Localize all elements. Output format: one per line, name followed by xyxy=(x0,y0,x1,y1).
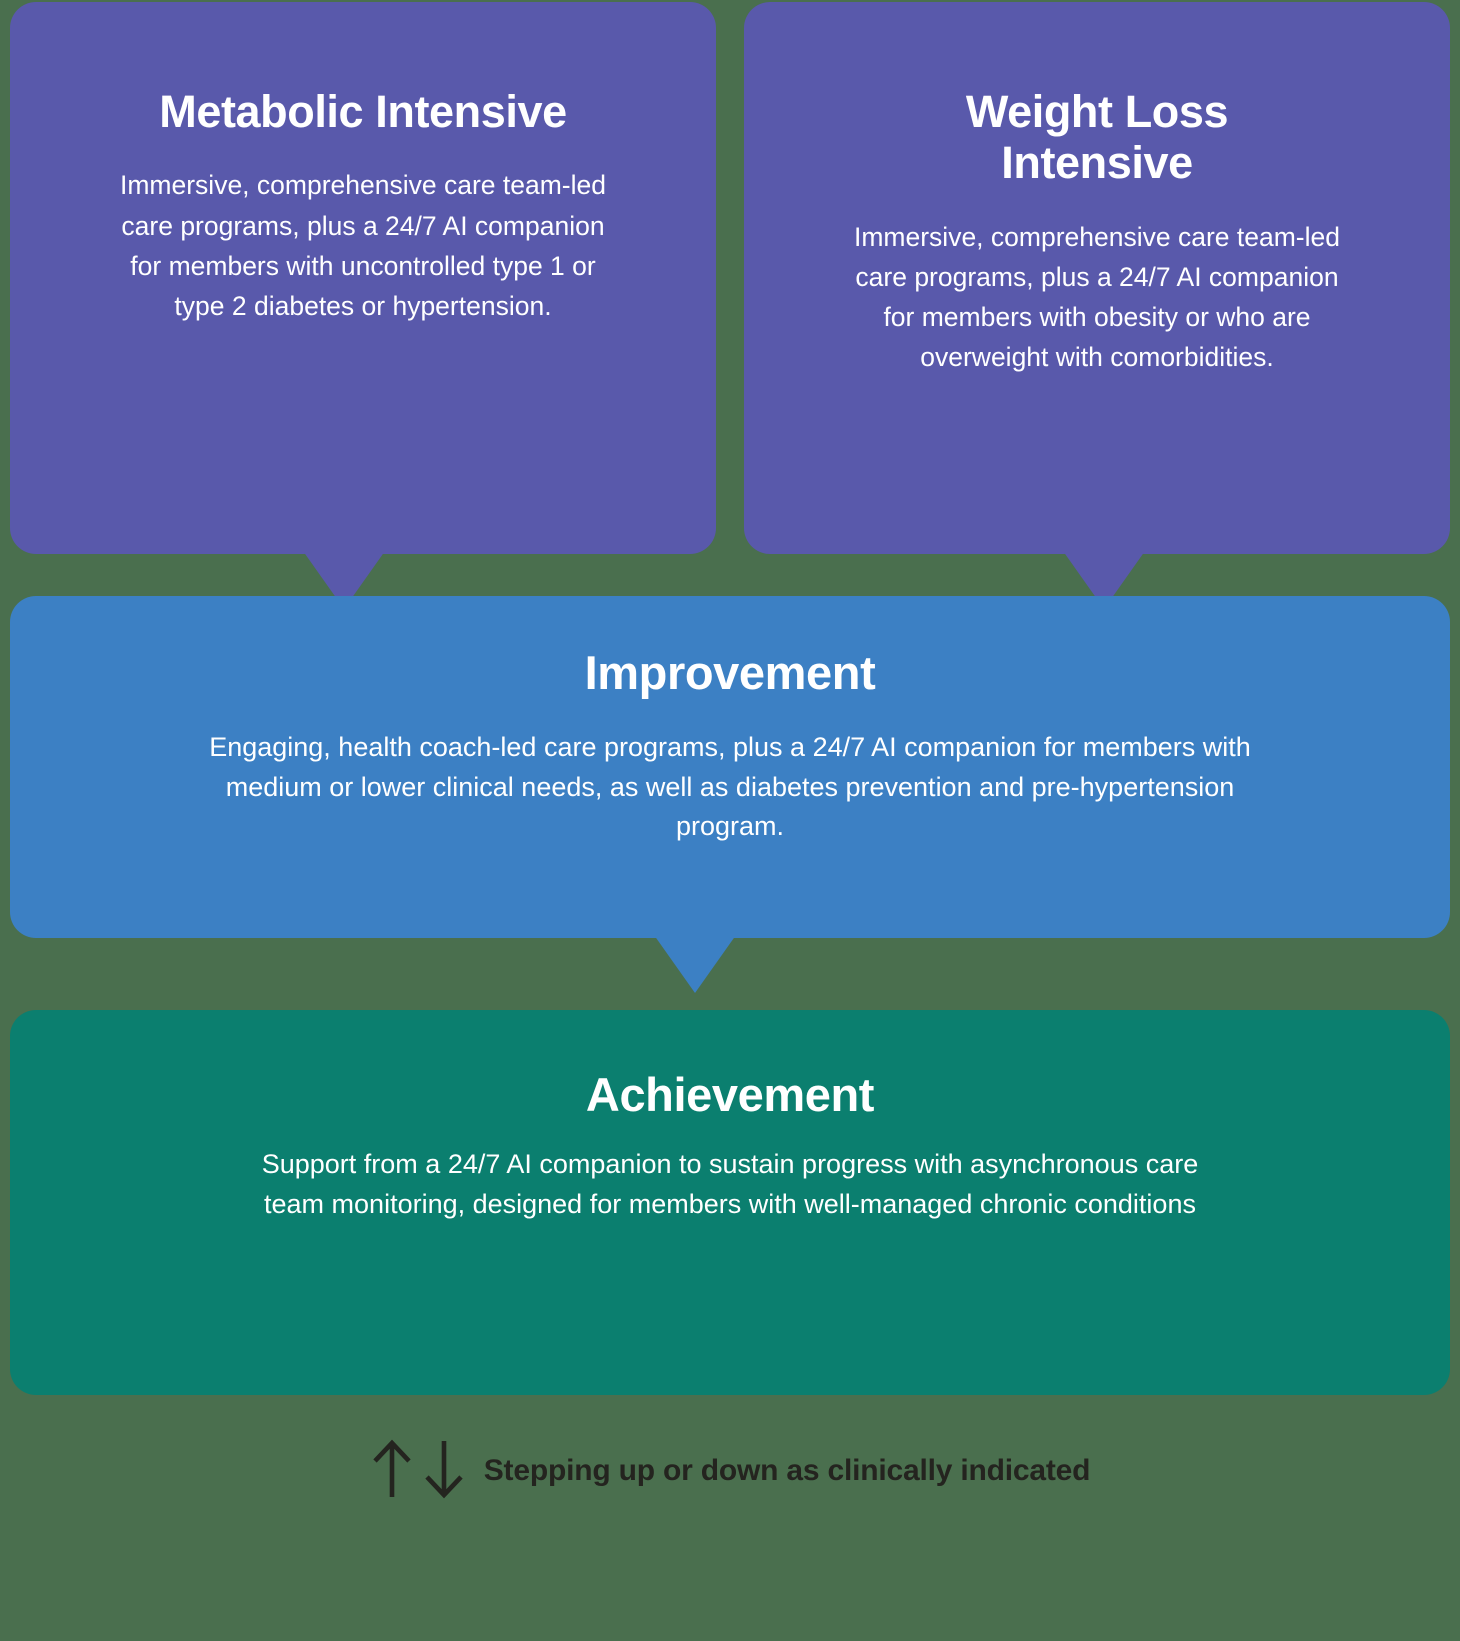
tier-card-weight-loss-intensive: Weight Loss Intensive Immersive, compreh… xyxy=(744,2,1450,554)
arrow-up-icon xyxy=(370,1438,414,1505)
footer-note: Stepping up or down as clinically indica… xyxy=(0,1430,1460,1512)
tier-description-improvement: Engaging, health coach-led care programs… xyxy=(209,731,1251,842)
tier-title-achievement: Achievement xyxy=(585,1068,875,1121)
arrow-connector-improvement-to-achievement xyxy=(654,935,736,993)
tier-description-metabolic-intensive: Immersive, comprehensive care team-led c… xyxy=(119,170,606,322)
tier-card-improvement: Improvement Engaging, health coach-led c… xyxy=(10,596,1450,938)
footer-arrow-group xyxy=(370,1438,466,1505)
tier-description-achievement: Support from a 24/7 AI companion to sust… xyxy=(261,1148,1199,1220)
tier-title-improvement: Improvement xyxy=(584,646,876,699)
tier-card-metabolic-intensive: Metabolic Intensive Immersive, comprehen… xyxy=(10,2,716,554)
tier-card-achievement: Achievement Support from a 24/7 AI compa… xyxy=(10,1010,1450,1395)
tier-description-weight-loss-intensive: Immersive, comprehensive care team-led c… xyxy=(853,221,1340,373)
footer-label: Stepping up or down as clinically indica… xyxy=(483,1454,1091,1487)
arrow-down-icon xyxy=(422,1438,466,1505)
tier-title-weight-loss-intensive: Weight Loss Intensive xyxy=(965,86,1229,189)
tier-title-metabolic-intensive: Metabolic Intensive xyxy=(159,86,567,137)
